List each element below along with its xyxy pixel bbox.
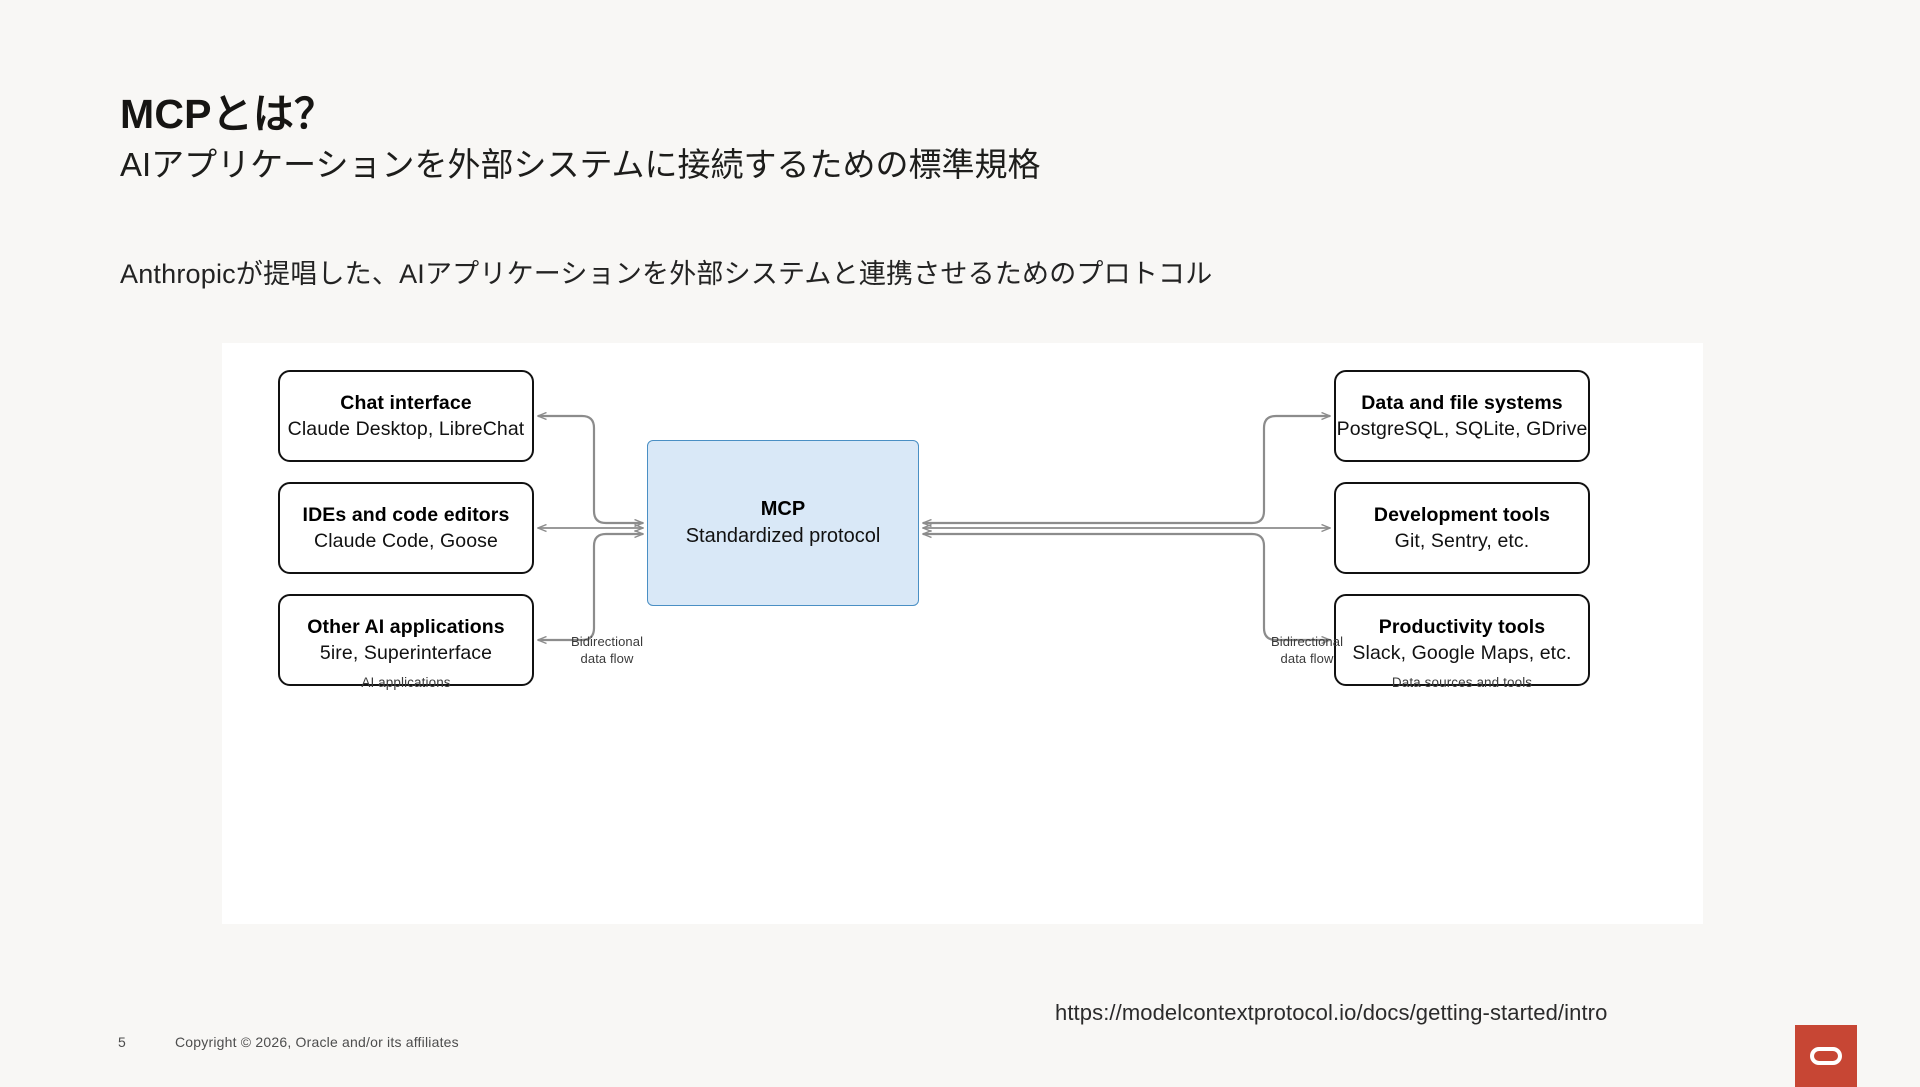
node-mcp[interactable]: MCP Standardized protocol	[647, 440, 919, 606]
diagram-connectors	[222, 343, 1703, 924]
slide-footer: 5 Copyright © 2026, Oracle and/or its af…	[0, 1025, 1920, 1087]
node-other-ai-applications[interactable]: Other AI applications 5ire, Superinterfa…	[278, 594, 534, 686]
oracle-logo-icon	[1795, 1025, 1857, 1087]
node-development-tools[interactable]: Development tools Git, Sentry, etc.	[1334, 482, 1590, 574]
node-data-and-file-systems[interactable]: Data and file systems PostgreSQL, SQLite…	[1334, 370, 1590, 462]
flow-label-left-line2: data flow	[580, 650, 634, 666]
lead-paragraph: Anthropicが提唱した、AIアプリケーションを外部システムと連携させるため…	[120, 259, 1213, 289]
node-subtitle: Git, Sentry, etc.	[1394, 529, 1530, 552]
node-subtitle: Standardized protocol	[685, 525, 881, 547]
node-title: Other AI applications	[307, 615, 505, 638]
node-title: IDEs and code editors	[302, 503, 510, 526]
node-title: Productivity tools	[1378, 615, 1546, 638]
node-subtitle: Claude Code, Goose	[314, 529, 498, 552]
copyright-notice: Copyright © 2026, Oracle and/or its affi…	[175, 1034, 459, 1050]
flow-label-left-line1: Bidirectional	[570, 634, 644, 649]
source-url-link[interactable]: https://modelcontextprotocol.io/docs/get…	[1055, 1000, 1608, 1025]
node-subtitle: Claude Desktop, LibreChat	[287, 417, 525, 440]
node-title: Data and file systems	[1361, 391, 1563, 414]
node-title: Chat interface	[340, 391, 472, 414]
node-subtitle: Slack, Google Maps, etc.	[1352, 641, 1572, 664]
node-subtitle: 5ire, Superinterface	[319, 641, 493, 664]
slide-header: MCPとは？ AIアプリケーションを外部システムに接続するための標準規格	[120, 90, 1620, 187]
diagram-panel: Chat interface Claude Desktop, LibreChat…	[222, 343, 1703, 924]
group-label-data-sources-and-tools: Data sources and tools	[1391, 675, 1533, 690]
flow-label-left: Bidirectional data flow	[532, 634, 682, 668]
flow-label-right-line1: Bidirectional	[1270, 634, 1344, 649]
page-number: 5	[118, 1034, 126, 1050]
flow-label-right-line2: data flow	[1280, 650, 1334, 666]
node-title: MCP	[760, 498, 806, 520]
node-chat-interface[interactable]: Chat interface Claude Desktop, LibreChat	[278, 370, 534, 462]
page-title: MCPとは？	[120, 91, 336, 137]
node-title: Development tools	[1373, 503, 1551, 526]
node-ides-and-code-editors[interactable]: IDEs and code editors Claude Code, Goose	[278, 482, 534, 574]
oracle-o-mark	[1810, 1047, 1842, 1065]
flow-label-right: Bidirectional data flow	[1232, 634, 1382, 668]
node-subtitle: PostgreSQL, SQLite, GDrive	[1336, 417, 1588, 440]
node-productivity-tools[interactable]: Productivity tools Slack, Google Maps, e…	[1334, 594, 1590, 686]
page-subtitle: AIアプリケーションを外部システムに接続するための標準規格	[120, 146, 1041, 184]
group-label-ai-applications: AI applications	[361, 675, 451, 690]
